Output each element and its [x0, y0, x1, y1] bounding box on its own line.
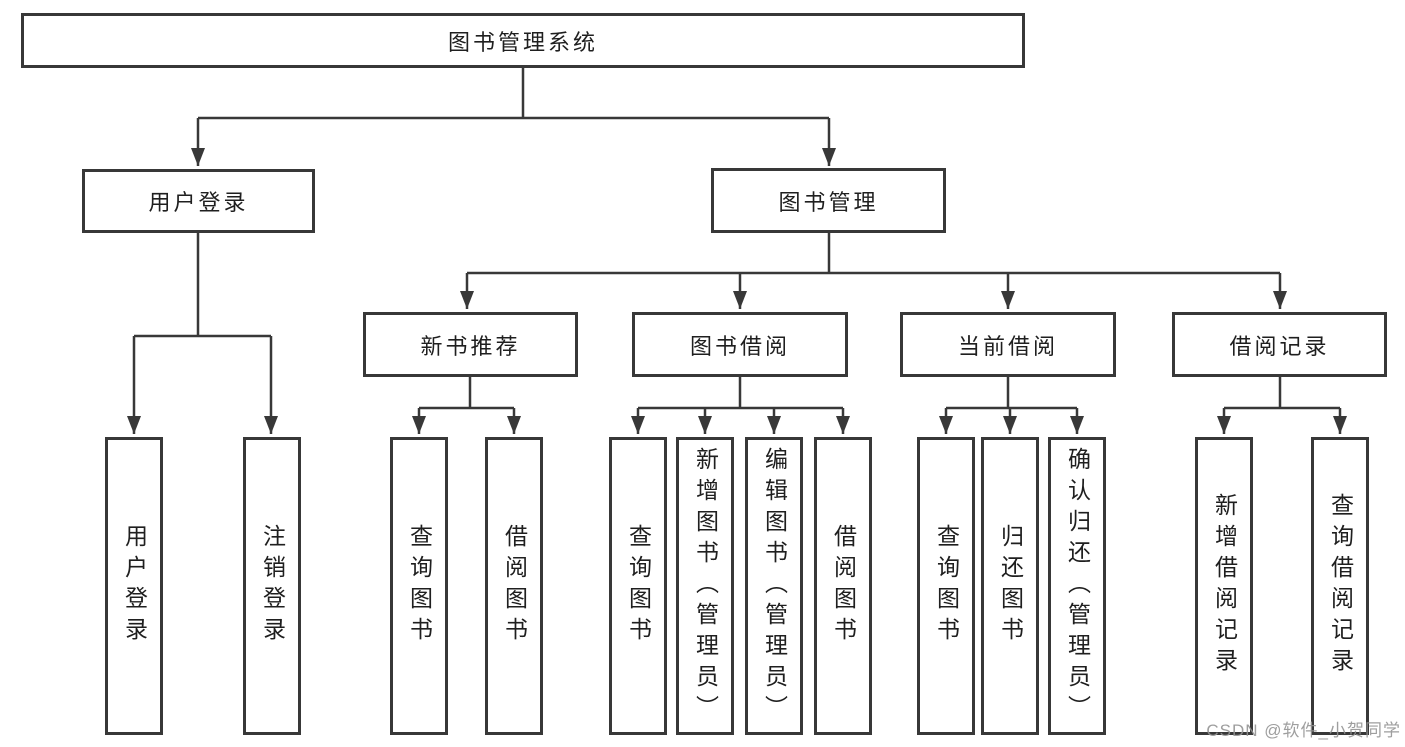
- node-current-borrow-label: 当前借阅: [957, 333, 1058, 359]
- leaf-cb-confirm-return-label: 确认归还（管理员）: [1064, 446, 1091, 726]
- node-root-label: 图书管理系统: [447, 29, 598, 55]
- leaf-bb-query-books: 查询图书: [609, 437, 667, 735]
- node-user-login: 用户登录: [82, 169, 315, 233]
- leaf-nbr-query-books: 查询图书: [390, 437, 448, 735]
- leaf-rec-query-record: 查询借阅记录: [1311, 437, 1369, 735]
- leaf-nbr-query-books-label: 查询图书: [406, 524, 433, 648]
- leaf-nbr-borrow-books: 借阅图书: [485, 437, 543, 735]
- leaf-bb-edit-books: 编辑图书（管理员）: [745, 437, 803, 735]
- edge-user-login-trunk: [134, 233, 271, 338]
- node-root-library-system: 图书管理系统: [21, 13, 1025, 68]
- leaf-cb-confirm-return: 确认归还（管理员）: [1048, 437, 1106, 735]
- leaf-nbr-borrow-books-label: 借阅图书: [501, 524, 528, 648]
- node-current-borrow: 当前借阅: [900, 312, 1116, 377]
- node-borrow-records-label: 借阅记录: [1229, 333, 1330, 359]
- leaf-user-login: 用户登录: [105, 437, 163, 735]
- leaf-user-login-label: 用户登录: [121, 524, 148, 648]
- node-book-mgmt: 图书管理: [711, 168, 946, 233]
- node-borrow-records: 借阅记录: [1172, 312, 1387, 377]
- edge-current-trunk: [946, 377, 1077, 410]
- node-new-book-rec: 新书推荐: [363, 312, 578, 377]
- leaf-bb-borrow-books: 借阅图书: [814, 437, 872, 735]
- leaf-rec-add-record: 新增借阅记录: [1195, 437, 1253, 735]
- leaf-cb-return-books-label: 归还图书: [997, 524, 1024, 648]
- node-user-login-label: 用户登录: [148, 190, 249, 215]
- leaf-cb-return-books: 归还图书: [981, 437, 1039, 735]
- leaf-cb-query-books-label: 查询图书: [933, 524, 960, 648]
- node-book-borrow: 图书借阅: [632, 312, 848, 377]
- leaf-bb-query-books-label: 查询图书: [625, 524, 652, 648]
- node-new-book-rec-label: 新书推荐: [420, 333, 521, 359]
- leaf-rec-query-record-label: 查询借阅记录: [1327, 493, 1354, 679]
- leaf-cb-query-books: 查询图书: [917, 437, 975, 735]
- node-book-borrow-label: 图书借阅: [689, 333, 790, 359]
- leaf-bb-edit-books-label: 编辑图书（管理员）: [761, 446, 788, 726]
- edge-book-borrow-trunk: [638, 377, 843, 410]
- leaf-bb-add-books-label: 新增图书（管理员）: [692, 446, 719, 726]
- csdn-watermark: CSDN @软件_小贺同学: [1206, 721, 1401, 740]
- node-book-mgmt-label: 图书管理: [778, 189, 879, 215]
- leaf-bb-add-books: 新增图书（管理员）: [676, 437, 734, 735]
- leaf-bb-borrow-books-label: 借阅图书: [830, 524, 857, 648]
- edge-records-trunk: [1224, 377, 1340, 410]
- edge-book-mgmt-trunk: [467, 233, 1280, 275]
- leaf-logout: 注销登录: [243, 437, 301, 735]
- leaf-rec-add-record-label: 新增借阅记录: [1211, 493, 1238, 679]
- edge-new-book-trunk: [419, 377, 514, 410]
- edge-root-trunk: [198, 68, 829, 120]
- leaf-logout-label: 注销登录: [259, 524, 286, 648]
